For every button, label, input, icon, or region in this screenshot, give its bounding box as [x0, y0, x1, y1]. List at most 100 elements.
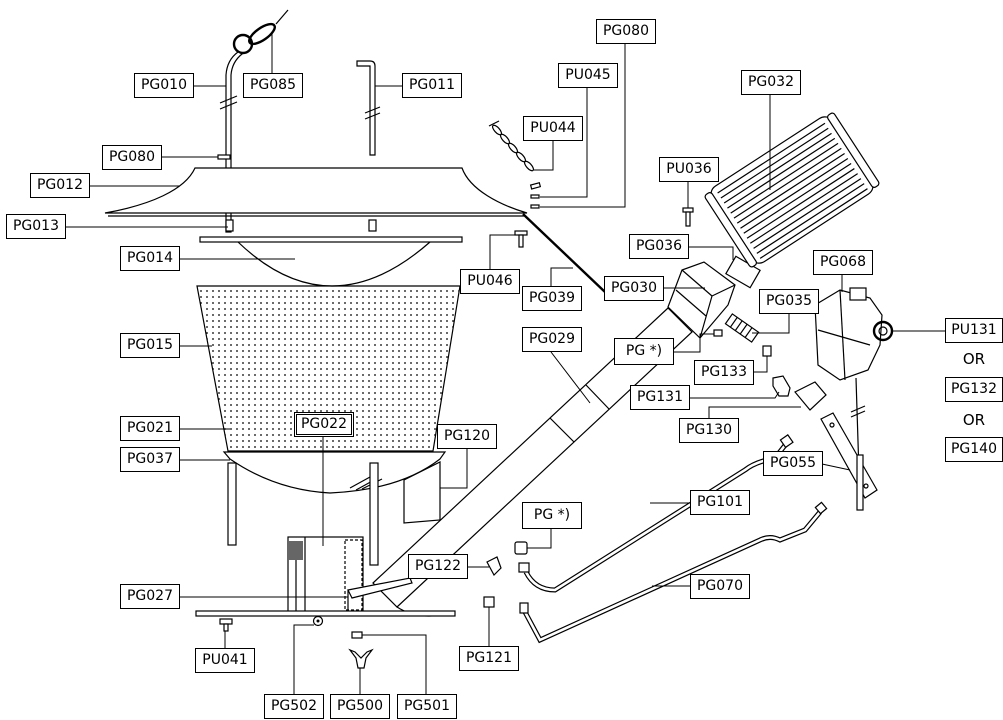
- part-pg-star-fitting-upper: [713, 329, 723, 337]
- leader-pu044: [534, 141, 554, 171]
- leader-pg131: [689, 391, 780, 399]
- part-label-pg021: PG021: [120, 416, 180, 441]
- part-label-pg080-top: PG080: [596, 19, 656, 44]
- part-pg-star-fitting-lower: [514, 541, 528, 555]
- part-pu044-chain: [488, 120, 535, 172]
- part-label-pg013: PG013: [6, 214, 66, 239]
- part-pg502-washer: [312, 615, 324, 627]
- part-pg080-pin: [217, 154, 231, 160]
- part-pg032-gas-tank: [704, 112, 880, 268]
- leader-pg-star-lower: [527, 528, 552, 549]
- part-label-pu041: PU041: [195, 648, 255, 673]
- part-label-pg122: PG122: [408, 554, 468, 579]
- part-label-pg036: PG036: [629, 234, 689, 259]
- part-pg068-regulator: [814, 287, 883, 381]
- part-label-pg037: PG037: [120, 447, 180, 472]
- part-pg070-hose: [519, 501, 828, 644]
- part-label-pg039: PG039: [522, 286, 582, 311]
- part-label-pg029: PG029: [522, 327, 582, 352]
- part-pu041-knob: [219, 618, 233, 632]
- leader-pu046: [489, 234, 515, 269]
- leader-pg501: [362, 634, 427, 694]
- part-pg015-perforated-screen: [196, 285, 461, 452]
- part-pg012-top-cap: [104, 167, 528, 217]
- leader-pg036: [688, 246, 734, 260]
- part-label-pu045: PU045: [558, 63, 618, 88]
- leader-lines: [66, 34, 945, 694]
- leader-pu045: [540, 88, 588, 198]
- part-pg080-pin-lower: [530, 204, 540, 209]
- part-label-pg022: PG022: [294, 412, 354, 437]
- part-label-pg035: PG035: [759, 289, 819, 314]
- part-label-pg120: PG120: [437, 424, 497, 449]
- leader-pg080-top: [540, 44, 626, 208]
- leader-pg039: [550, 267, 573, 286]
- part-pg013-tab-left: [225, 219, 234, 232]
- leader-pg035: [752, 314, 790, 334]
- part-pg122-clip: [486, 556, 502, 576]
- part-label-pu046: PU046: [460, 269, 520, 294]
- part-label-pg030: PG030: [604, 276, 664, 301]
- part-pg037-bowl: [222, 451, 447, 494]
- part-label-pg502: PG502: [264, 694, 324, 719]
- part-label-pg501: PG501: [397, 694, 457, 719]
- part-pu045-pin: [529, 182, 542, 190]
- part-pg014-ring: [199, 236, 463, 287]
- part-label-pg080-left: PG080: [102, 145, 162, 170]
- part-pg121-cap: [483, 596, 495, 608]
- part-pg085-chain-link: [248, 9, 289, 46]
- part-pg022-control-box: [287, 536, 364, 613]
- part-pg080-pin-upper: [530, 194, 540, 199]
- leader-pg-star-upper: [673, 333, 714, 353]
- part-label-pg131: PG131: [630, 385, 690, 410]
- part-label-pu036: PU036: [659, 157, 719, 182]
- part-pu046-bolt: [514, 230, 528, 248]
- part-label-pg140: PG140: [945, 437, 1003, 462]
- part-label-pg014: PG014: [120, 246, 180, 271]
- part-label-pg101: PG101: [690, 490, 750, 515]
- part-pg027-base-plate: [195, 577, 456, 617]
- part-label-pg500: PG500: [330, 694, 390, 719]
- part-label-pg015: PG015: [120, 333, 180, 358]
- part-pg500-wing-nut: [348, 648, 374, 669]
- part-label-pu131: PU131: [945, 318, 1003, 343]
- part-pg133-nipple: [762, 345, 772, 357]
- leader-pg130: [708, 406, 801, 418]
- part-pg055-thermocouple-bracket: [820, 412, 878, 511]
- part-pg021-rod-left: [227, 462, 237, 546]
- part-pg011-l-rod: [356, 60, 381, 156]
- part-pu036-bolt: [682, 207, 694, 227]
- part-label-pg-star-lower: PG *): [522, 502, 582, 529]
- part-pg035-fitting: [724, 313, 760, 343]
- part-label-pg068: PG068: [813, 250, 873, 275]
- alternative-separator-2: OR: [962, 411, 986, 429]
- leader-pg029: [550, 351, 591, 404]
- part-label-pg032: PG032: [741, 70, 801, 95]
- part-label-pg012: PG012: [30, 173, 90, 198]
- leader-pg133: [753, 356, 768, 373]
- part-pg130-valve: [794, 381, 827, 411]
- part-label-pu044: PU044: [523, 116, 583, 141]
- leader-pg055: [821, 463, 851, 471]
- part-pg039-strip: [522, 213, 606, 293]
- part-pg120-plate: [403, 461, 441, 524]
- part-pg501-screw: [351, 631, 363, 639]
- leader-pg502: [293, 624, 314, 694]
- part-label-pg085: PG085: [243, 73, 303, 98]
- part-label-pg130: PG130: [679, 418, 739, 443]
- part-label-pg132: PG132: [945, 377, 1003, 402]
- part-label-pg121: PG121: [459, 646, 519, 671]
- leader-pg120: [440, 449, 468, 489]
- part-label-pg011: PG011: [402, 73, 462, 98]
- part-pg131-elbow: [772, 375, 791, 397]
- part-label-pg070: PG070: [690, 574, 750, 599]
- part-label-pg027: PG027: [120, 584, 180, 609]
- alternative-separator-1: OR: [962, 350, 986, 368]
- part-label-pg-star-upper: PG *): [614, 338, 674, 365]
- part-label-pg010: PG010: [134, 73, 194, 98]
- part-label-pg133: PG133: [694, 360, 754, 385]
- part-label-pg055: PG055: [763, 451, 823, 476]
- part-pg021-rod-right: [369, 462, 379, 566]
